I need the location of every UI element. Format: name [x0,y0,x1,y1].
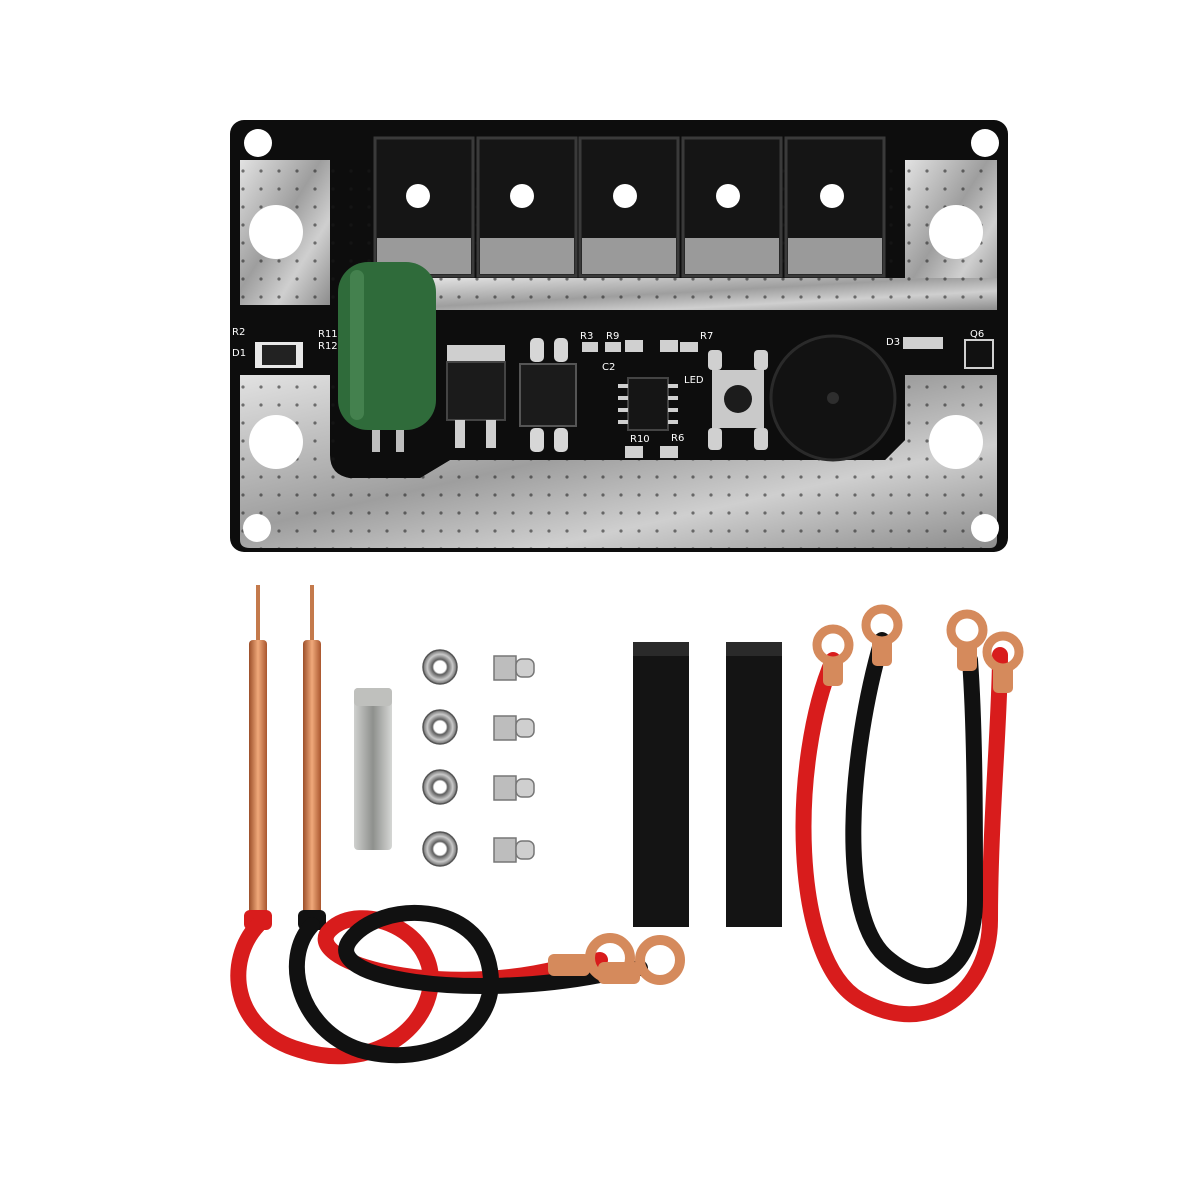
nuts [422,649,458,867]
mount-hole-mr [929,205,983,259]
label-r12: R12 [318,341,338,352]
label-d1: D1 [232,348,246,359]
nut-icon [422,649,458,685]
mount-hole-bl2 [249,415,303,469]
screw-icon [493,655,535,681]
mount-hole-br2 [929,415,983,469]
nut-icon [422,709,458,745]
mount-hole-bl [243,514,271,542]
heat-shrink-tubes [633,642,782,927]
label-c2: C2 [602,362,615,373]
heat-shrink-tube [726,642,782,927]
label-r10: R10 [630,434,650,445]
battery-cables [795,604,1024,1023]
label-d3: D3 [886,337,900,348]
tact-switch-icon[interactable] [708,350,768,450]
welding-pen-icon [298,585,326,930]
capacitor-icon [338,262,436,452]
mosfet-row [373,136,886,278]
mcu-chip [618,377,678,431]
diode-d1 [255,342,303,368]
mount-hole-br [971,514,999,542]
mount-hole-tr [971,129,999,157]
buzzer-icon [769,334,897,462]
cable-icon [230,905,685,1065]
nickel-strip [354,688,392,850]
label-q6: Q6 [970,329,984,340]
screws [493,655,535,863]
label-r3: R3 [580,331,593,342]
screw-icon [493,775,535,801]
label-r6: R6 [671,433,684,444]
mosfet-icon [578,136,680,278]
regulator-chip [446,345,506,448]
mosfet-icon [784,136,886,278]
mosfet-icon [476,136,578,278]
cable-icon [795,604,1024,1023]
label-r9: R9 [606,331,619,342]
smd-components [582,337,994,458]
pcb-board: R2 R11 R12 D1 R3 R9 R7 C2 LED R10 R6 D3 … [230,120,1008,552]
label-r11: R11 [318,329,338,340]
welding-pens [244,585,326,930]
screw-icon [493,715,535,741]
silkscreen-labels: R2 R11 R12 D1 R3 R9 R7 C2 LED R10 R6 D3 … [232,327,984,445]
screw-icon [493,837,535,863]
welding-pen-icon [244,585,272,930]
mosfet-icon [681,136,783,278]
label-led: LED [684,375,704,386]
mosfet-icon [373,136,475,278]
heat-shrink-tube [633,642,689,927]
rectifier-chip [519,338,577,452]
label-r2: R2 [232,327,245,338]
nut-icon [422,769,458,805]
nut-icon [422,831,458,867]
label-r7: R7 [700,331,713,342]
mount-hole-ml [249,205,303,259]
mount-hole-tl [244,129,272,157]
